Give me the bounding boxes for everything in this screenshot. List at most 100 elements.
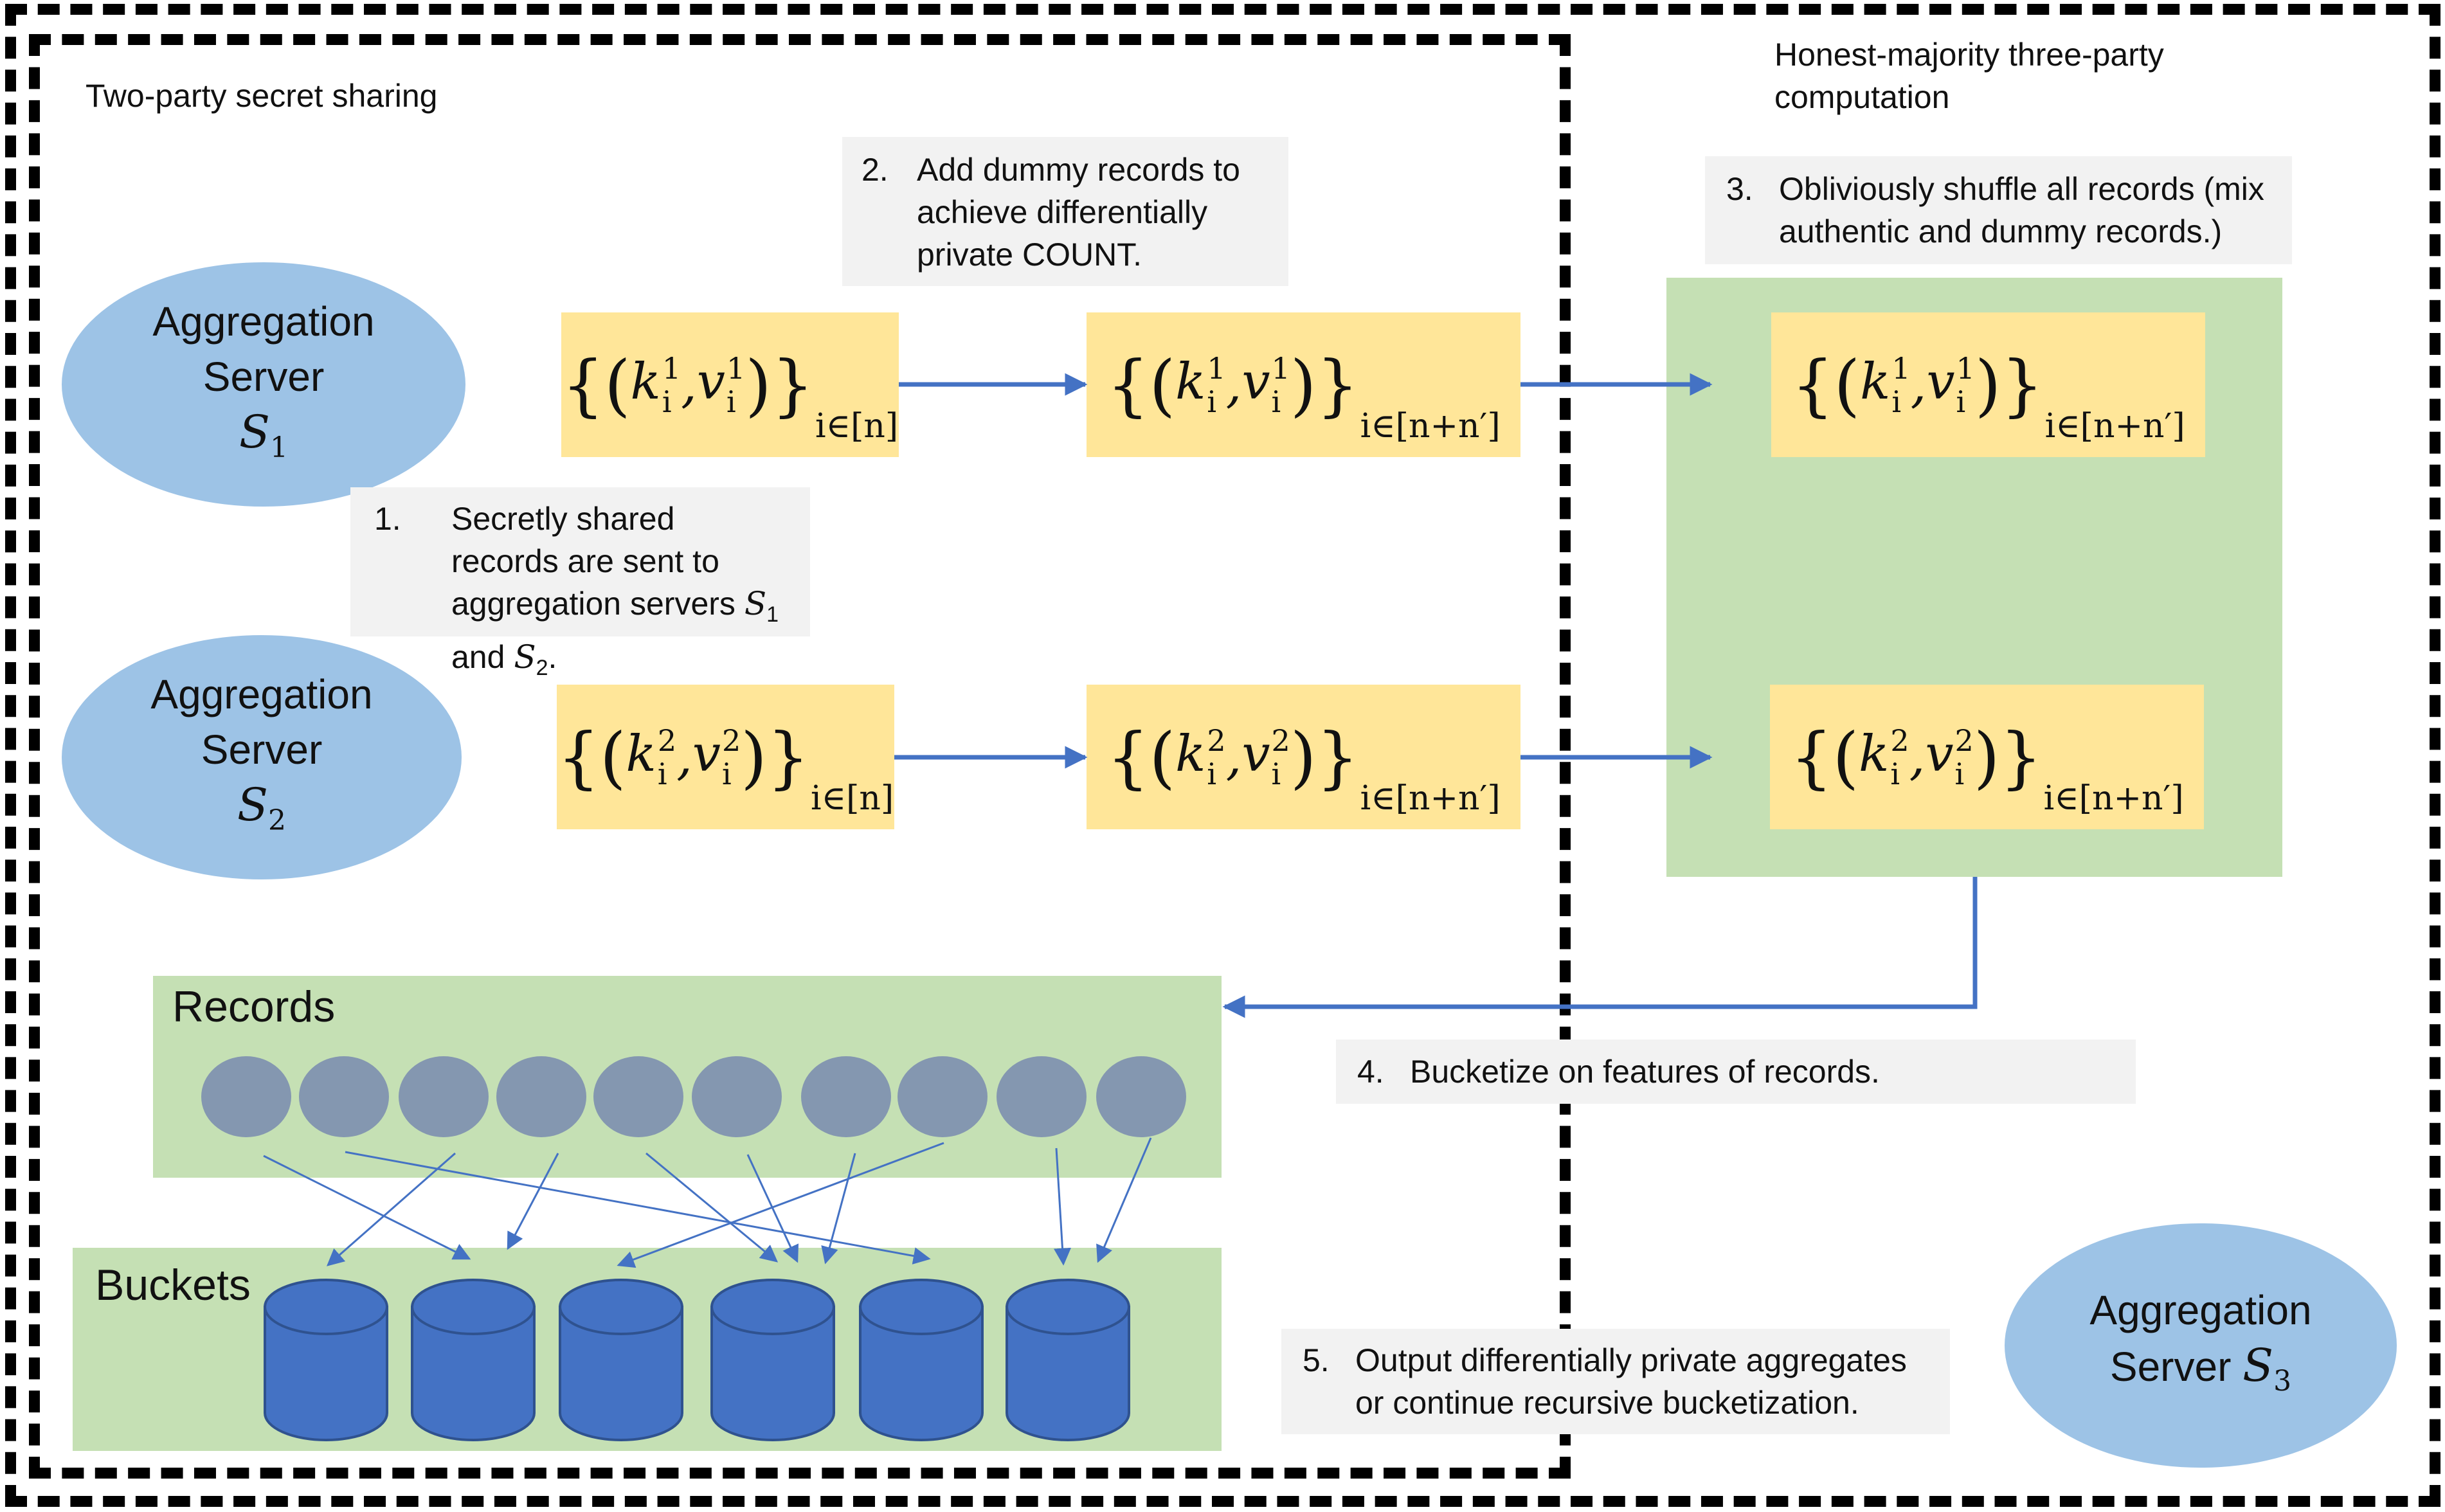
step-2-text: Add dummy records to achieve differentia… (917, 152, 1240, 273)
three-party-label: Honest-majority three-party computation (1774, 37, 2164, 115)
bucket-arrows (263, 1137, 1152, 1268)
step-2-note: 2. Add dummy records to achieve differen… (842, 137, 1288, 286)
value-symbol-sup: 1 (1271, 351, 1290, 386)
server-s2-line1: Aggregation (150, 670, 373, 717)
server-s2-line2: Server (201, 726, 323, 773)
value-symbol-sub: i (1271, 757, 1281, 792)
bucket-assignment-arrow (1054, 1148, 1071, 1266)
value-symbol-sup: 2 (721, 723, 741, 759)
server-s1-line2: Server (203, 353, 325, 400)
bucket-assignment-arrow (1096, 1137, 1152, 1263)
step-5-note: 5. Output differentially private aggrega… (1281, 1329, 1950, 1434)
record-circle (801, 1056, 891, 1137)
step-4-note: 4. Bucketize on features of records. (1336, 1040, 2136, 1104)
index-set: i∈[n+n′] (1360, 407, 1501, 446)
bucket-cylinder (559, 1279, 683, 1441)
key-symbol-sub: i (1207, 384, 1217, 420)
buckets-title: Buckets (95, 1261, 251, 1310)
index-set: i∈[n+n′] (2043, 779, 2184, 818)
value-symbol-sub: i (721, 757, 732, 792)
record-circle (399, 1056, 489, 1137)
server-s2-symbol: S2 (237, 778, 286, 837)
key-symbol-sub: i (1207, 757, 1217, 792)
index-set: i∈[n+n′] (1360, 779, 1501, 818)
aggregation-server-s2: Aggregation Server S2 (62, 635, 462, 879)
comma: , (1910, 356, 1927, 414)
key-symbol-sup: 1 (1891, 351, 1911, 386)
value-symbol-sup: 1 (726, 351, 746, 386)
record-circle (692, 1056, 782, 1137)
bucket-cylinder (859, 1279, 984, 1441)
record-circle (997, 1056, 1087, 1137)
index-set: i∈[n] (811, 779, 894, 818)
bucket-assignment-arrow (617, 1142, 944, 1268)
bucket-assignment-arrow (507, 1153, 559, 1250)
server-s3-line2: Server S3 (2109, 1338, 2292, 1398)
index-set: i∈[n+n′] (2044, 407, 2185, 446)
comma: , (1909, 728, 1926, 786)
record-circle (201, 1056, 291, 1137)
open-brace: {( (557, 717, 626, 797)
value-symbol-sub: i (726, 384, 736, 420)
key-symbol-sub: i (657, 757, 667, 792)
comma: , (1225, 728, 1242, 786)
bucket-assignment-arrow (821, 1153, 856, 1264)
close-brace: )} (1973, 717, 2043, 797)
open-brace: {( (1106, 717, 1176, 797)
step-5-number: 5. (1303, 1342, 1330, 1378)
record-circle (898, 1056, 988, 1137)
step-3-number: 3. (1726, 171, 1753, 207)
step-4-number: 4. (1357, 1054, 1384, 1090)
key-symbol-sup: 2 (1890, 723, 1909, 759)
outer-dashed-frame (5, 4, 2440, 1507)
close-brace: )} (1290, 717, 1359, 797)
bucket-cylinder (411, 1279, 536, 1441)
server-s1-symbol: S1 (239, 405, 288, 464)
key-symbol-sup: 1 (1207, 351, 1226, 386)
step-3-note: 3. Obliviously shuffle all records (mix … (1705, 156, 2292, 264)
key-symbol-sup: 2 (1207, 723, 1226, 759)
comma: , (676, 728, 692, 786)
aggregation-server-s1: Aggregation Server S1 (62, 262, 465, 507)
close-brace: )} (745, 345, 814, 424)
record-circles (201, 1056, 1186, 1137)
records-title: Records (172, 982, 336, 1031)
value-symbol-sub: i (1956, 384, 1966, 420)
server-s1-line1: Aggregation (152, 298, 375, 345)
bucket-assignment-arrow (263, 1155, 471, 1260)
value-symbol-sup: 2 (1954, 723, 1974, 759)
arrow-shuffle-to-records (1222, 877, 1978, 1018)
index-set: i∈[n] (815, 407, 899, 446)
open-brace: {( (1791, 345, 1861, 424)
key-symbol-sup: 1 (662, 351, 681, 386)
close-brace: )} (741, 717, 809, 797)
bucket-cylinder (264, 1279, 388, 1441)
key-symbol-sub: i (662, 384, 672, 420)
aggregation-server-s3: Aggregation Server S3 (2005, 1223, 2397, 1468)
records-panel: Records (153, 976, 1222, 1178)
